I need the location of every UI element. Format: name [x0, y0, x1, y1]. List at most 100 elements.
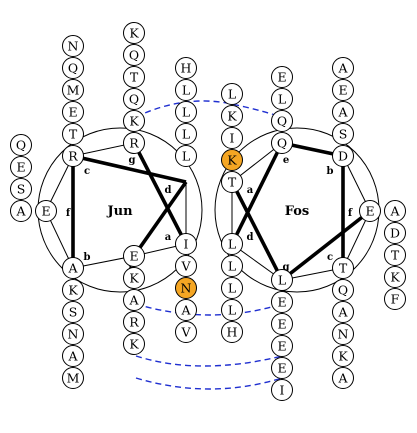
residue-letter: K: [227, 109, 237, 124]
residue-letter: E: [277, 70, 286, 85]
residue-circle: [123, 44, 145, 66]
residue-circle: [221, 299, 243, 321]
residue-circle: [271, 66, 293, 88]
residue-circle: [221, 127, 243, 149]
residue-letter: A: [15, 204, 26, 219]
residue-fos-f-5: F: [384, 288, 406, 310]
residue-circle: [384, 222, 406, 244]
fos-edge-a-g: [230, 181, 284, 281]
residue-circle: [62, 145, 84, 167]
residue-circle: [123, 110, 145, 132]
residue-circle: [271, 335, 293, 357]
residue-circle: [221, 277, 243, 299]
residue-circle: [221, 171, 243, 193]
residue-letter: A: [128, 293, 139, 308]
residue-circle: [271, 269, 293, 291]
residue-circle: [271, 110, 293, 132]
jun-edge-d-e: [132, 180, 188, 258]
residue-fos-g-0: L: [271, 269, 293, 291]
residue-circle: [175, 299, 197, 321]
residue-letter: D: [338, 149, 348, 164]
residue-letter: E: [277, 339, 286, 354]
residue-letter: M: [67, 83, 80, 98]
residue-circle: [332, 323, 354, 345]
residue-circle: [35, 200, 57, 222]
residue-circle: [271, 379, 293, 401]
fos-helix-label: Fos: [285, 204, 310, 219]
residue-letter: T: [339, 261, 348, 276]
residue-letter: K: [338, 349, 348, 364]
residue-jun-g-5: K: [123, 22, 145, 44]
residue-circle: [175, 101, 197, 123]
residue-letter: N: [338, 327, 349, 342]
residue-circle: [221, 255, 243, 277]
residue-circle: [62, 323, 84, 345]
residue-circle: [175, 255, 197, 277]
residue-fos-c-0: T: [332, 257, 354, 279]
fos-heptad-labels: a b c d e f g: [247, 155, 353, 273]
fos-edge-e-d: [230, 142, 284, 245]
residue-jun-d-0: L: [175, 145, 197, 167]
residue-letter: L: [228, 259, 236, 274]
residue-letter: Q: [129, 92, 139, 107]
residue-circle: [62, 345, 84, 367]
residue-circle: [359, 200, 381, 222]
residue-fos-e-3: E: [271, 66, 293, 88]
residue-fos-a-1: K: [221, 149, 243, 171]
residue-jun-c-1: T: [62, 123, 84, 145]
residue-letter: I: [184, 237, 189, 252]
residue-circle: [10, 134, 32, 156]
residue-letter: S: [69, 305, 78, 320]
residue-letter: E: [277, 317, 286, 332]
residue-fos-b-4: A: [332, 57, 354, 79]
residue-circle: [332, 79, 354, 101]
residue-fos-e-2: L: [271, 88, 293, 110]
residue-letter: L: [182, 105, 190, 120]
residue-jun-b-0: A: [62, 257, 84, 279]
residue-letter: T: [69, 127, 78, 142]
residue-letter: Q: [16, 138, 26, 153]
jun-heptad-g: g: [129, 155, 136, 166]
jun-heptad-f: f: [66, 208, 71, 219]
residue-letter: L: [182, 149, 190, 164]
residue-circle: [332, 101, 354, 123]
residue-letter: E: [129, 249, 138, 264]
fos-heptad-f: f: [348, 208, 353, 219]
residue-fos-d-2: L: [221, 277, 243, 299]
residue-letter: I: [280, 383, 285, 398]
residue-circle: [175, 79, 197, 101]
residue-jun-d-4: H: [175, 57, 197, 79]
residue-letter: L: [278, 273, 286, 288]
residue-fos-a-4: L: [221, 83, 243, 105]
residue-fos-c-5: A: [332, 367, 354, 389]
residue-letter: E: [277, 295, 286, 310]
residue-fos-a-2: I: [221, 127, 243, 149]
residue-fos-c-2: A: [332, 301, 354, 323]
salt-bridge-2: [135, 303, 283, 316]
jun-helix-label: Jun: [106, 204, 133, 219]
residue-jun-a-2: N: [175, 277, 197, 299]
residue-letter: Q: [129, 48, 139, 63]
fos-edge-g-f: [280, 209, 372, 282]
residue-letter: F: [391, 292, 400, 307]
residue-fos-e-0: Q: [271, 132, 293, 154]
salt-bridge-3: [135, 355, 283, 367]
residue-letter: E: [338, 83, 347, 98]
residue-fos-g-2: E: [271, 313, 293, 335]
residue-letter: A: [337, 371, 348, 386]
residue-circle: [62, 367, 84, 389]
residue-letter: H: [181, 61, 192, 76]
residue-letter: L: [182, 127, 190, 142]
residue-circle: [332, 257, 354, 279]
fos-heptad-e: e: [283, 155, 289, 166]
residue-circle: [123, 245, 145, 267]
residue-jun-c-4: Q: [62, 57, 84, 79]
jun-heptagon: [45, 142, 188, 269]
residue-letter: L: [228, 87, 236, 102]
fos-heptad-b: b: [327, 166, 334, 177]
salt-bridges: [135, 100, 283, 390]
residue-letter: V: [180, 259, 191, 274]
residue-fos-b-3: E: [332, 79, 354, 101]
salt-bridge-1: [135, 100, 283, 118]
